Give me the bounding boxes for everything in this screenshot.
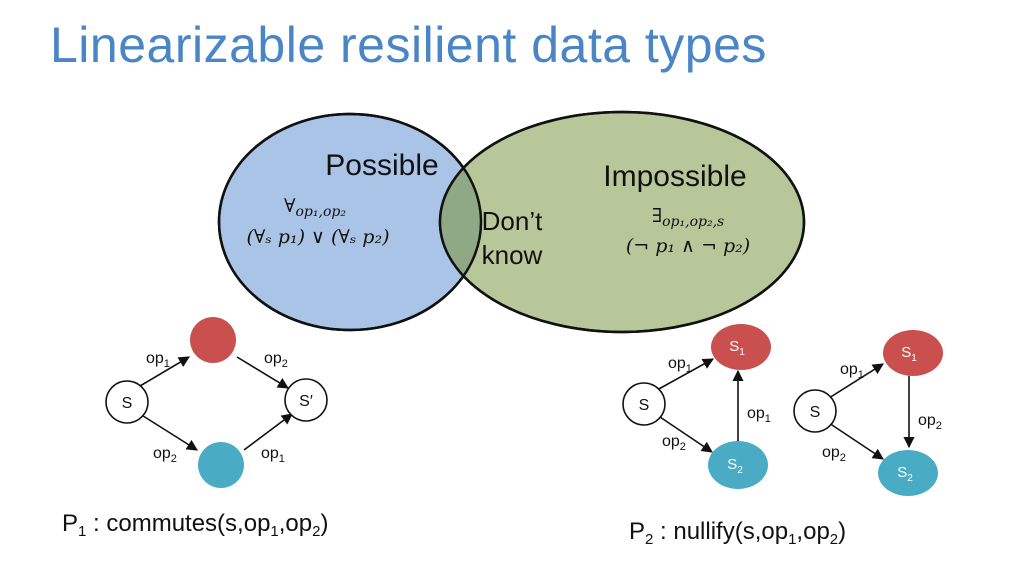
edge-label-vertical: op2 — [918, 412, 942, 432]
edge-s-to-red — [139, 356, 190, 387]
edge-label-to-s1: op1 — [668, 355, 692, 375]
edge-label-top-right: op2 — [264, 350, 288, 370]
state-s-node — [105, 380, 149, 424]
edge-label-to-s2: op2 — [822, 444, 846, 464]
commutes-diagram: S S′ op1 op2 op2 op1 P1 : commutes(s,op1… — [62, 317, 328, 540]
impossible-outline — [438, 110, 806, 334]
state-s-label: S — [122, 395, 133, 412]
impossible-label: Impossible — [603, 160, 746, 193]
state-s2-label: S2 — [897, 464, 913, 484]
edge-label-bottom-right: op1 — [261, 445, 285, 465]
state-s2-label: S2 — [727, 456, 743, 476]
edge-blue-to-sprime — [243, 413, 293, 451]
nullify-diagram-left: S S1 S2 op1 op2 op1 — [622, 324, 771, 489]
impossible-quantifier: ∃op₁,op₂,s — [652, 205, 724, 230]
edge-s-to-s1 — [828, 363, 884, 399]
state-s1-label: S1 — [729, 338, 745, 358]
state-s-node — [622, 382, 666, 426]
edge-label-bottom-left: op2 — [153, 445, 177, 465]
state-sprime-node — [284, 378, 328, 422]
state-s1-label: S1 — [901, 344, 917, 364]
red-state-node — [190, 317, 236, 363]
edge-label-to-s2: op2 — [662, 433, 686, 453]
dont-know-label-line1: Don’t — [482, 206, 543, 236]
state-s-label: S — [810, 404, 821, 421]
possible-outline — [217, 112, 483, 332]
state-s-node — [793, 389, 837, 433]
edge-label-top-left: op1 — [146, 350, 170, 370]
state-s2-node — [878, 450, 938, 496]
edge-label-vertical: op1 — [747, 405, 771, 425]
nullify-diagram-right: S S1 S2 op1 op2 op2 P2 : nullify(s,op1,o… — [629, 330, 943, 548]
state-s2-node — [708, 441, 768, 489]
blue-state-node — [198, 442, 244, 488]
possible-quantifier: ∀op₁,op₂ — [284, 195, 346, 220]
venn-diagram: Possible ∀op₁,op₂ (∀ₛ p₁) ∨ (∀ₛ p₂) Impo… — [217, 110, 806, 334]
impossible-formula: (¬ p₁ ∧ ¬ p₂) — [626, 235, 750, 257]
possible-formula: (∀ₛ p₁) ∨ (∀ₛ p₂) — [246, 226, 389, 248]
commutes-caption: P1 : commutes(s,op1,op2) — [62, 510, 328, 540]
nullify-caption: P2 : nullify(s,op1,op2) — [629, 518, 846, 548]
edge-s-to-blue — [139, 413, 198, 451]
edge-s-to-s2 — [828, 422, 884, 460]
edge-red-to-sprime — [236, 356, 289, 389]
dont-know-label-line2: know — [482, 240, 543, 270]
state-s-label: S — [639, 397, 650, 414]
possible-label: Possible — [325, 149, 438, 182]
slide-title: Linearizable resilient data types — [50, 17, 767, 73]
edge-label-to-s1: op1 — [840, 361, 864, 381]
state-sprime-label: S′ — [299, 393, 313, 410]
edge-s-to-s2 — [656, 414, 713, 453]
state-s1-node — [711, 324, 771, 370]
state-s1-node — [883, 330, 943, 376]
edge-s-to-s1 — [656, 358, 714, 391]
